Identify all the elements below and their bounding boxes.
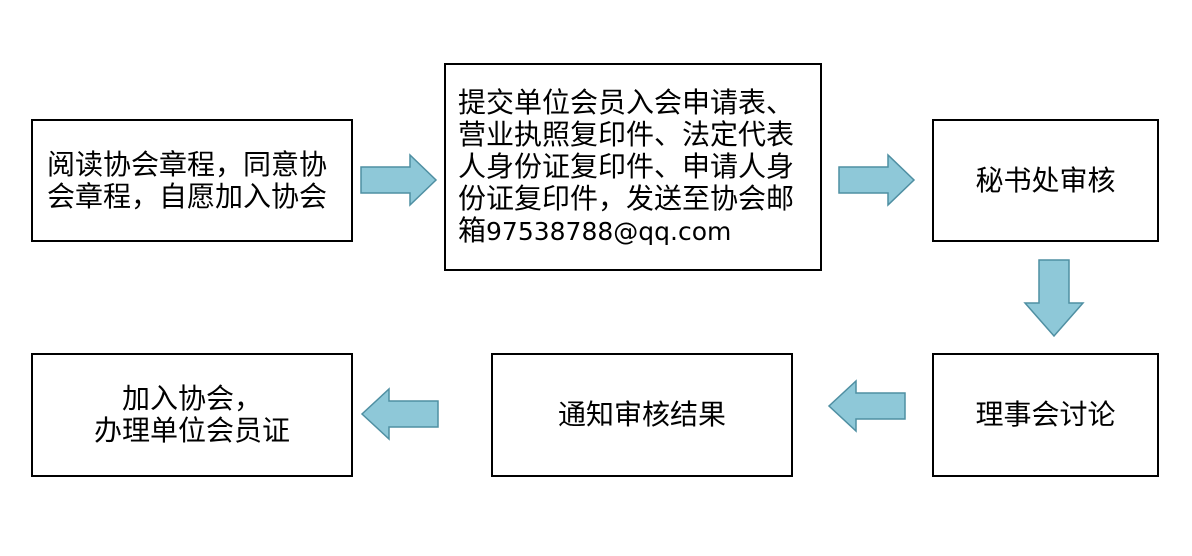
arrow-down-icon [1023, 259, 1085, 338]
step-notify-result-box: 通知审核结果 [491, 353, 793, 477]
step-council-discussion-text: 理事会讨论 [975, 398, 1116, 431]
step-submit-documents-main: 提交单位会员入会申请表、 营业执照复印件、法定代表 人身份证复印件、申请人身 份… [458, 85, 795, 247]
step-submit-documents-text: 提交单位会员入会申请表、 营业执照复印件、法定代表 人身份证复印件、申请人身 份… [458, 85, 795, 248]
step-secretariat-review-text: 秘书处审核 [975, 163, 1116, 197]
step-read-charter-text: 阅读协会章程，同意协 会章程，自愿加入协会 [47, 147, 328, 213]
association-email: 97538788@qq.com [486, 216, 732, 246]
arrow-left-icon [827, 379, 906, 433]
step-read-charter-box: 阅读协会章程，同意协 会章程，自愿加入协会 [31, 119, 353, 242]
step-secretariat-review-box: 秘书处审核 [932, 119, 1159, 242]
step-join-association-box: 加入协会， 办理单位会员证 [31, 353, 353, 477]
step-notify-result-text: 通知审核结果 [557, 398, 726, 431]
arrow-right-icon [838, 153, 916, 207]
step-council-discussion-box: 理事会讨论 [932, 353, 1159, 477]
arrow-right-icon [360, 153, 438, 207]
step-join-association-text: 加入协会， 办理单位会员证 [93, 382, 290, 447]
step-submit-documents-box: 提交单位会员入会申请表、 营业执照复印件、法定代表 人身份证复印件、申请人身 份… [444, 63, 822, 271]
arrow-left-icon [360, 387, 439, 441]
